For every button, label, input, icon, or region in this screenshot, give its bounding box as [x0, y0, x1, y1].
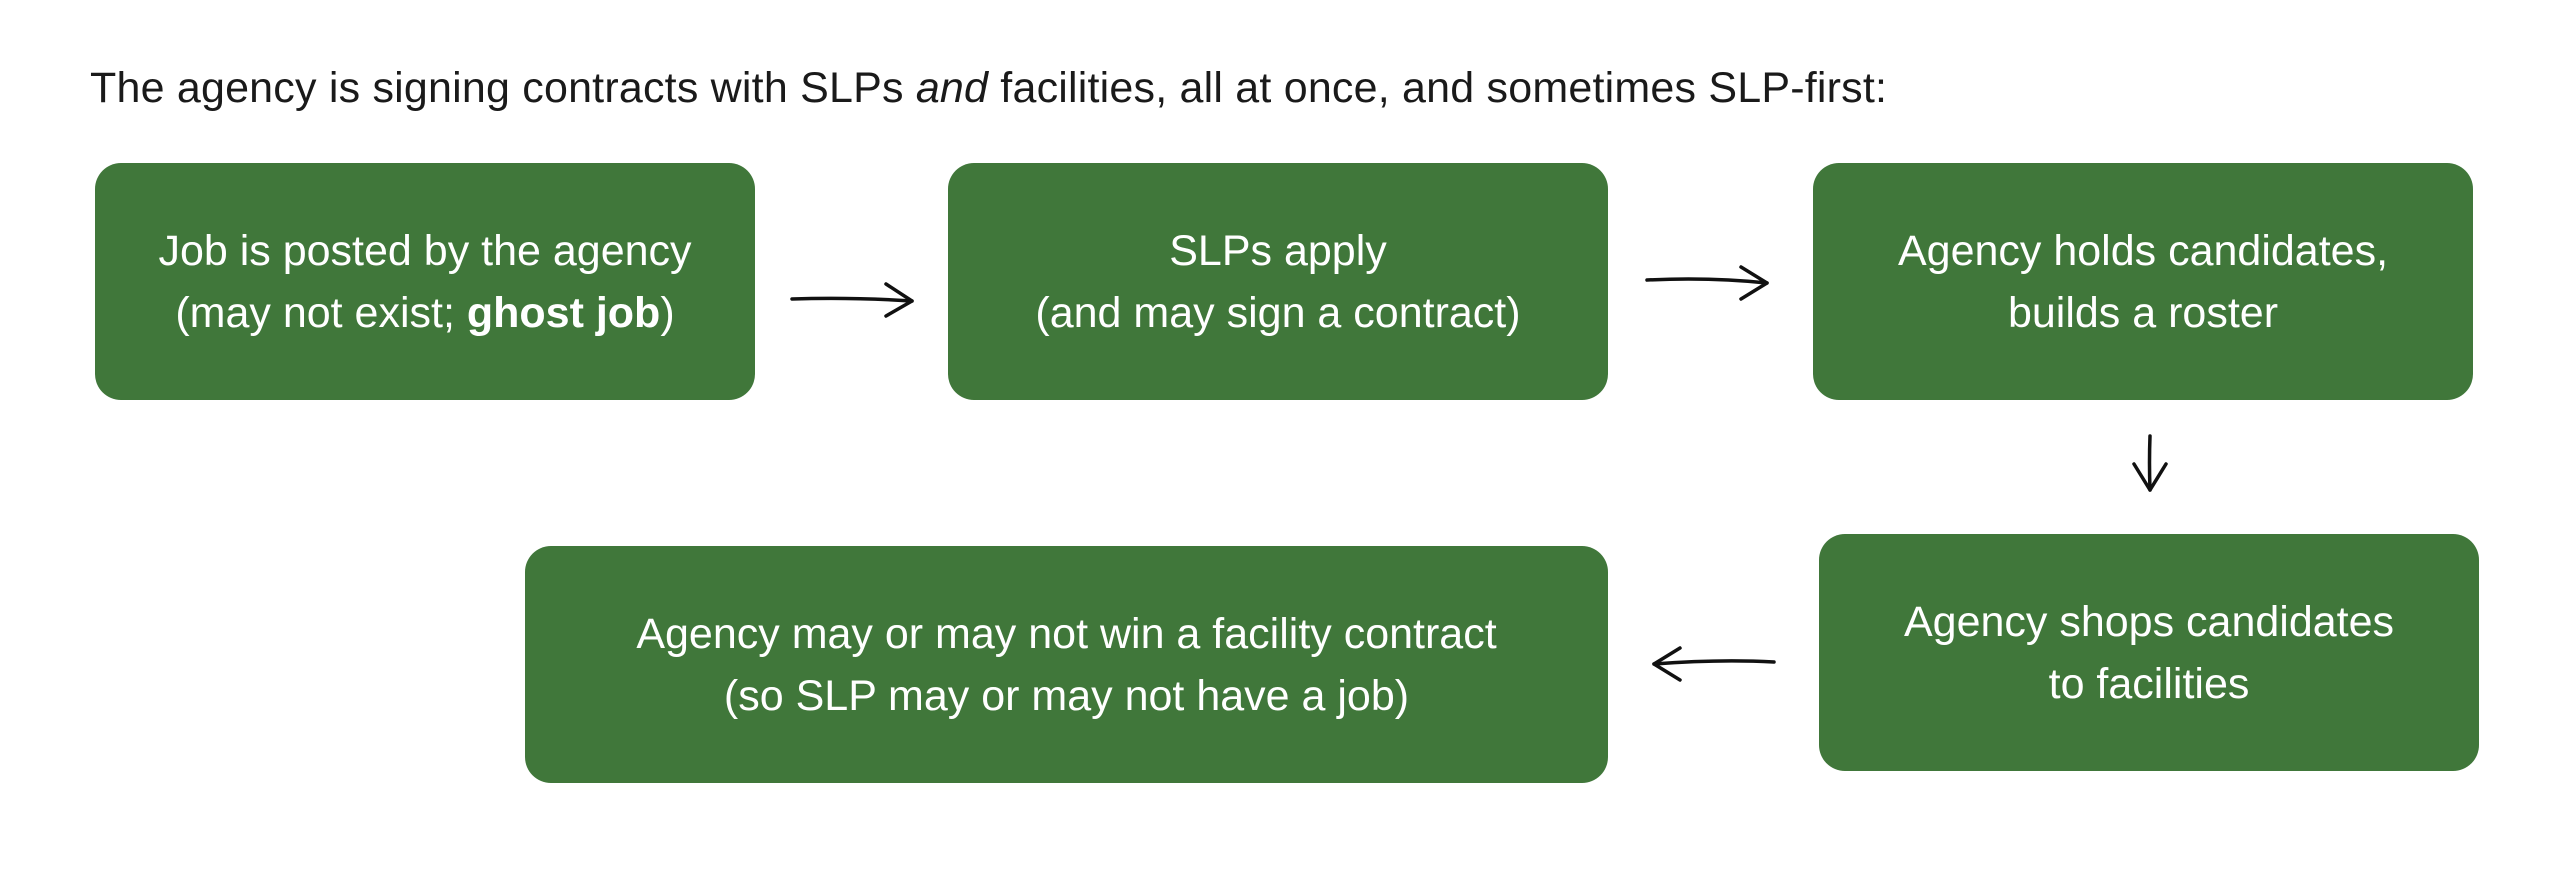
arrow-step1-to-step2: [790, 282, 914, 318]
step-slps-apply-line1: SLPs apply: [1169, 226, 1387, 275]
step-holds-candidates-line2: builds a roster: [2007, 288, 2279, 337]
step-facility-contract: Agency may or may not win a facility con…: [525, 546, 1608, 783]
step-job-posted-line2-end: ): [660, 288, 675, 337]
step-facility-contract-line2: (so SLP may or may not have a job): [723, 671, 1410, 720]
step-slps-apply-line2: (and may sign a contract): [1035, 288, 1521, 337]
step-facility-contract-line1: Agency may or may not win a facility con…: [636, 609, 1497, 658]
step-job-posted-line1: Job is posted by the agency: [158, 226, 692, 275]
arrow-step4-to-step5: [1652, 646, 1776, 682]
intro-emphasis: and: [915, 64, 989, 112]
ghost-job-label: ghost job: [466, 288, 661, 337]
step-holds-candidates: Agency holds candidates, builds a roster: [1813, 163, 2473, 400]
step-slps-apply: SLPs apply (and may sign a contract): [948, 163, 1608, 400]
step-shops-candidates: Agency shops candidates to facilities: [1819, 534, 2479, 771]
intro-text-end: facilities, all at once, and sometimes S…: [988, 64, 1888, 112]
step-job-posted-line2: (may not exist; ghost job): [175, 282, 674, 344]
step-job-posted-line2-start: (may not exist;: [175, 288, 467, 337]
intro-text-start: The agency is signing contracts with SLP…: [90, 64, 916, 112]
step-shops-candidates-line1: Agency shops candidates: [1903, 597, 2395, 646]
arrow-step3-to-step4: [2132, 434, 2168, 492]
intro-sentence: The agency is signing contracts with SLP…: [90, 64, 1887, 113]
step-shops-candidates-line2: to facilities: [2048, 659, 2250, 708]
step-job-posted: Job is posted by the agency (may not exi…: [95, 163, 755, 400]
arrow-step2-to-step3: [1645, 265, 1769, 301]
step-holds-candidates-line1: Agency holds candidates,: [1897, 226, 2389, 275]
